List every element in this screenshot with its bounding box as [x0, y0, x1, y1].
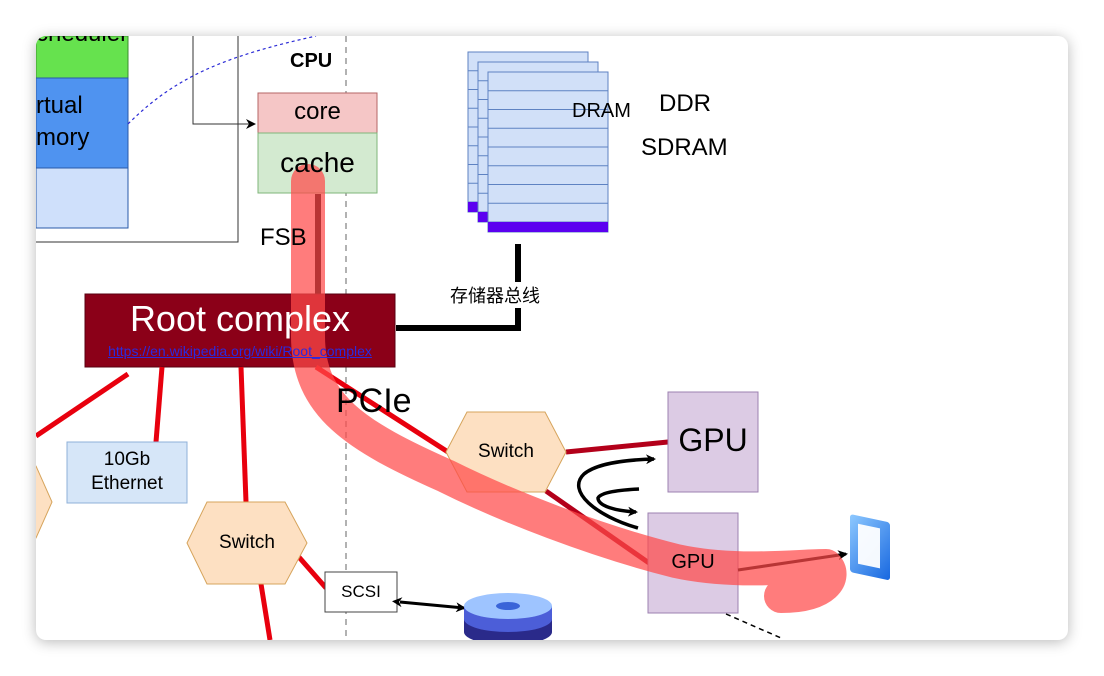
monitor-icon [850, 514, 890, 580]
empty-memory-block [36, 167, 129, 229]
os-frame-outline [36, 36, 239, 243]
dram-sheet [487, 71, 609, 233]
data-path-highlight [291, 164, 847, 613]
ethernet-label-2: Ethernet [91, 473, 163, 494]
dram-label: DRAM [572, 100, 631, 122]
pcie-links [36, 364, 669, 640]
root-complex-title: Root complex [129, 298, 351, 339]
virtual-memory-block [36, 77, 129, 169]
scheduler-label: cheduler [36, 36, 128, 48]
fsb-label: FSB [260, 224, 307, 251]
virtual-memory-dashed-curve [127, 36, 317, 125]
core-box [257, 92, 378, 134]
root-complex-box [84, 293, 396, 368]
virtual-memory-label-1: rtual [36, 92, 83, 119]
cpu-label: CPU [290, 50, 333, 72]
scheduler-to-core-arrow [192, 36, 256, 129]
root-complex-link[interactable]: https://en.wikipedia.org/wiki/Root_compl… [108, 343, 372, 359]
left-switch-partial [36, 465, 53, 539]
gpu-top-box [667, 391, 759, 493]
switch-lower-label: Switch [219, 532, 275, 553]
peer-arrow-outer [576, 454, 656, 530]
scsi-box [324, 571, 398, 613]
diagram-canvas: cheduler rtual mory CPU core cache FSB D… [36, 36, 1068, 640]
sdram-label: SDRAM [641, 134, 728, 161]
core-label: core [294, 98, 341, 125]
switch-lower-hexagon [186, 501, 308, 585]
memory-bus-label: 存储器总线 [450, 282, 540, 308]
dashed-connector [725, 613, 782, 639]
ddr-label: DDR [659, 90, 711, 117]
cache-label: cache [280, 147, 355, 178]
memory-bus-line [396, 244, 521, 331]
virtual-memory-label-2: mory [36, 124, 90, 151]
scheduler-block [36, 36, 129, 79]
diagram-svg [36, 36, 890, 640]
ethernet-label-1: 10Gb [103, 449, 151, 470]
ethernet-box [66, 441, 188, 504]
disk-icon [464, 593, 552, 640]
gpu-bottom-label: GPU [671, 551, 715, 573]
pcie-label: PCIe [336, 382, 412, 420]
dram-stack [467, 51, 609, 233]
gpu-top-label: GPU [678, 422, 748, 458]
peer-arrow-inner [596, 487, 640, 517]
scsi-disk-arrow [392, 597, 466, 613]
switch-main-label: Switch [478, 441, 534, 462]
scsi-label: SCSI [341, 582, 381, 601]
